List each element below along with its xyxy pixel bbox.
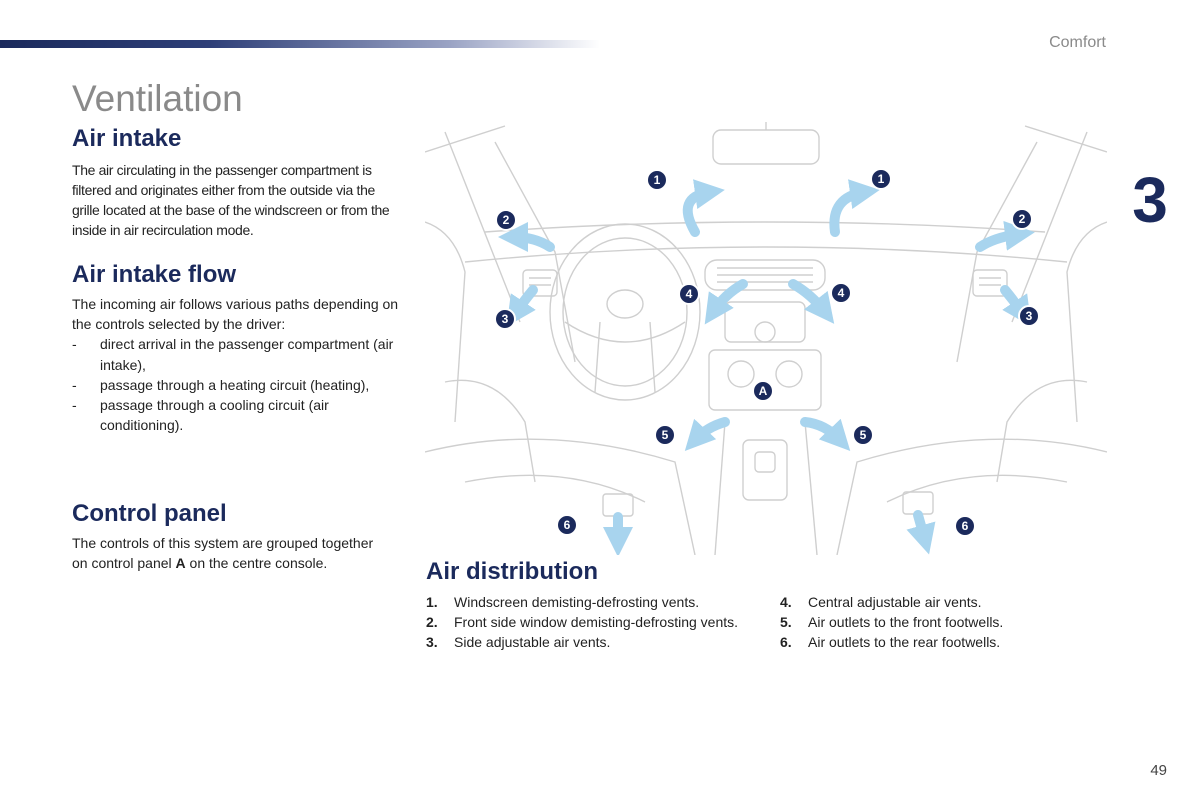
callout-badge-4-left: 4 — [678, 283, 700, 305]
list-item: 6. Air outlets to the rear footwells. — [780, 632, 1100, 652]
air-intake-flow-block: The incoming air follows various paths d… — [72, 294, 412, 435]
list-item: - direct arrival in the passenger compart… — [72, 334, 412, 374]
callout-badge-4-right: 4 — [830, 282, 852, 304]
svg-text:5: 5 — [662, 428, 669, 442]
header-gradient-bar — [0, 40, 600, 48]
page-title: Ventilation — [72, 78, 243, 119]
callout-badge-a: A — [752, 380, 774, 402]
airflow-arrow-4-left — [704, 279, 748, 325]
list-item-number: 6. — [780, 634, 792, 650]
air-intake-heading: Air intake — [72, 125, 182, 152]
callout-badge-3-right: 3 — [1018, 305, 1040, 327]
dashboard-outline — [425, 122, 1107, 555]
air-distribution-list-right: 4. Central adjustable air vents. 5. Air ou… — [780, 592, 1100, 652]
svg-text:3: 3 — [502, 312, 509, 326]
air-intake-flow-intro: The incoming air follows various paths d… — [72, 296, 399, 333]
airflow-arrow-2-right — [975, 220, 1035, 252]
control-panel-text-after: on the centre console. — [185, 555, 328, 571]
air-intake-flow-heading: Air intake flow — [72, 261, 237, 288]
list-item-number: 5. — [780, 614, 792, 630]
page-number: 49 — [1150, 762, 1167, 779]
list-item-text: direct arrival in the passenger compartm… — [100, 336, 394, 373]
air-distribution-heading: Air distribution — [426, 558, 598, 585]
list-item: 3. Side adjustable air vents. — [426, 632, 746, 652]
list-item-text: Air outlets to the front footwells. — [808, 614, 1004, 630]
air-intake-flow-list: - direct arrival in the passenger compart… — [72, 334, 412, 435]
svg-text:5: 5 — [860, 428, 867, 442]
airflow-arrow-1-left — [682, 179, 725, 237]
list-bullet: - — [72, 376, 77, 393]
airflow-arrows — [498, 179, 1035, 555]
control-panel-text-before: The controls of this system are grouped … — [72, 535, 374, 571]
svg-text:2: 2 — [1019, 212, 1026, 226]
svg-text:4: 4 — [838, 286, 845, 300]
airflow-arrow-4-right — [788, 279, 835, 324]
svg-text:1: 1 — [878, 172, 885, 186]
list-item-text: Front side window demisting-defrosting v… — [454, 614, 739, 630]
list-item-text: Central adjustable air vents. — [808, 594, 982, 610]
list-item: 5. Air outlets to the front footwells. — [780, 612, 1100, 632]
airflow-arrow-1-right — [829, 179, 880, 237]
airflow-arrow-3-left — [506, 285, 538, 327]
air-distribution-list-left: 1. Windscreen demisting-defrosting vents.… — [426, 592, 746, 652]
list-item: 4. Central adjustable air vents. — [780, 592, 1100, 612]
callout-badge-3-left: 3 — [494, 308, 516, 330]
callout-badge-1-left: 1 — [646, 169, 668, 191]
callout-badges: 1 1 2 2 3 3 4 4 A 5 5 6 6 — [494, 168, 1040, 537]
callout-badge-2-right: 2 — [1011, 208, 1033, 230]
list-item-number: 3. — [426, 634, 438, 650]
callout-badge-2-left: 2 — [495, 209, 517, 231]
air-intake-text: The air circulating in the passenger com… — [72, 162, 390, 238]
svg-text:2: 2 — [503, 213, 510, 227]
list-item: - passage through a cooling circuit (air … — [72, 395, 412, 435]
svg-text:6: 6 — [564, 518, 571, 532]
control-panel-letter: A — [175, 555, 186, 571]
list-item-text: Air outlets to the rear footwells. — [808, 634, 1001, 650]
list-item-number: 2. — [426, 614, 438, 630]
callout-badge-5-right: 5 — [852, 424, 874, 446]
section-label: Comfort — [1049, 34, 1106, 51]
airflow-arrow-5-left — [684, 417, 730, 452]
control-panel-text: The controls of this system are grouped … — [72, 533, 382, 573]
list-bullet: - — [72, 336, 77, 353]
list-item-text: passage through a cooling circuit (air c… — [100, 397, 329, 434]
list-item-text: Windscreen demisting-defrosting vents. — [454, 594, 700, 610]
list-item: 1. Windscreen demisting-defrosting vents. — [426, 592, 746, 612]
list-item-number: 4. — [780, 594, 792, 610]
svg-text:1: 1 — [654, 173, 661, 187]
airflow-arrow-5-right — [800, 417, 851, 451]
list-item-text: passage through a heating circuit (heati… — [100, 376, 370, 393]
list-item-number: 1. — [426, 594, 438, 610]
airflow-arrow-2-left — [498, 222, 555, 253]
callout-badge-1-right: 1 — [870, 168, 892, 190]
callout-badge-6-right: 6 — [954, 515, 976, 537]
chapter-number: 3 — [1132, 164, 1168, 236]
callout-badge-6-left: 6 — [556, 514, 578, 536]
svg-text:6: 6 — [962, 519, 969, 533]
svg-text:4: 4 — [686, 287, 693, 301]
svg-text:A: A — [759, 384, 768, 398]
list-item: 2. Front side window demisting-defrosting… — [426, 612, 746, 632]
list-item: - passage through a heating circuit (heat… — [72, 375, 412, 395]
callout-badge-5-left: 5 — [654, 424, 676, 446]
list-bullet: - — [72, 397, 77, 414]
control-panel-heading: Control panel — [72, 500, 227, 527]
airflow-arrow-6-right — [906, 510, 936, 555]
dashboard-ventilation-diagram: 1 1 2 2 3 3 4 4 A 5 5 6 6 — [425, 122, 1107, 555]
list-item-text: Side adjustable air vents. — [454, 634, 611, 650]
svg-text:3: 3 — [1026, 309, 1033, 323]
